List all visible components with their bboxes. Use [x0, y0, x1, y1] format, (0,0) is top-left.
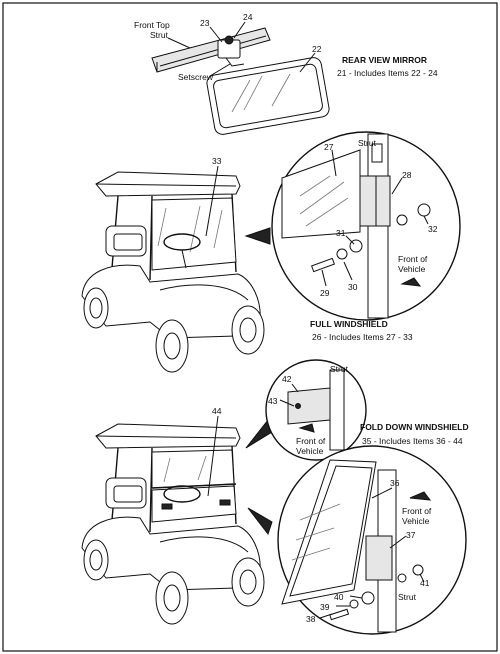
- label-vehicle-lower: Vehicle: [402, 516, 430, 526]
- label-item-28: 28: [402, 170, 412, 180]
- label-item-38: 38: [306, 614, 316, 624]
- label-strut-lower: Strut: [398, 592, 417, 602]
- label-item-42: 42: [282, 374, 292, 384]
- label-item-33: 33: [212, 156, 222, 166]
- label-strut-upper: Strut: [330, 364, 349, 374]
- label-item-39: 39: [320, 602, 330, 612]
- label-front-of-upper: Front of: [296, 436, 326, 446]
- label-item-30: 30: [348, 282, 358, 292]
- label-item-37: 37: [406, 530, 416, 540]
- fold-down-windshield-title: FOLD DOWN WINDSHIELD: [360, 422, 469, 432]
- fold-down-windshield-includes: 35 - Includes Items 36 - 44: [362, 436, 463, 446]
- label-front-of-full: Front of: [398, 254, 428, 264]
- label-item-32: 32: [428, 224, 438, 234]
- label-item-29: 29: [320, 288, 330, 298]
- label-front-of-lower: Front of: [402, 506, 432, 516]
- label-vehicle-full: Vehicle: [398, 264, 426, 274]
- label-front-top: Front Top: [134, 20, 170, 30]
- label-item-43: 43: [268, 396, 278, 406]
- label-item-23: 23: [200, 18, 210, 28]
- label-setscrew: Setscrew: [178, 72, 214, 82]
- fold-down-lower-detail-circle: [277, 445, 467, 635]
- label-item-36: 36: [390, 478, 400, 488]
- label-item-40: 40: [334, 592, 344, 602]
- label-item-27: 27: [324, 142, 334, 152]
- label-item-44: 44: [212, 406, 222, 416]
- label-item-24: 24: [243, 12, 253, 22]
- rear-view-mirror-group: Front Top Strut 23 24 22 Setscrew REAR V…: [134, 12, 438, 135]
- label-vehicle-upper: Vehicle: [296, 446, 324, 456]
- full-windshield-title: FULL WINDSHIELD: [310, 319, 388, 329]
- full-windshield-includes: 26 - Includes Items 27 - 33: [312, 332, 413, 342]
- mirror-bracket-drawing: [217, 35, 245, 67]
- rear-view-mirror-includes: 21 - Includes Items 22 - 24: [337, 68, 438, 78]
- label-item-22: 22: [312, 44, 322, 54]
- fold-down-upper-detail-circle: [265, 359, 367, 461]
- label-strut-full: Strut: [358, 138, 377, 148]
- front-top-strut-drawing: [151, 27, 271, 73]
- full-windshield-detail-circle: [271, 131, 461, 321]
- label-item-31: 31: [336, 228, 346, 238]
- label-item-41: 41: [420, 578, 430, 588]
- fold-down-cart-drawing: [81, 415, 273, 625]
- rear-view-mirror-title: REAR VIEW MIRROR: [342, 55, 427, 65]
- mirror-drawing: [206, 57, 330, 135]
- full-windshield-cart-drawing: [81, 165, 271, 373]
- label-strut: Strut: [150, 30, 169, 40]
